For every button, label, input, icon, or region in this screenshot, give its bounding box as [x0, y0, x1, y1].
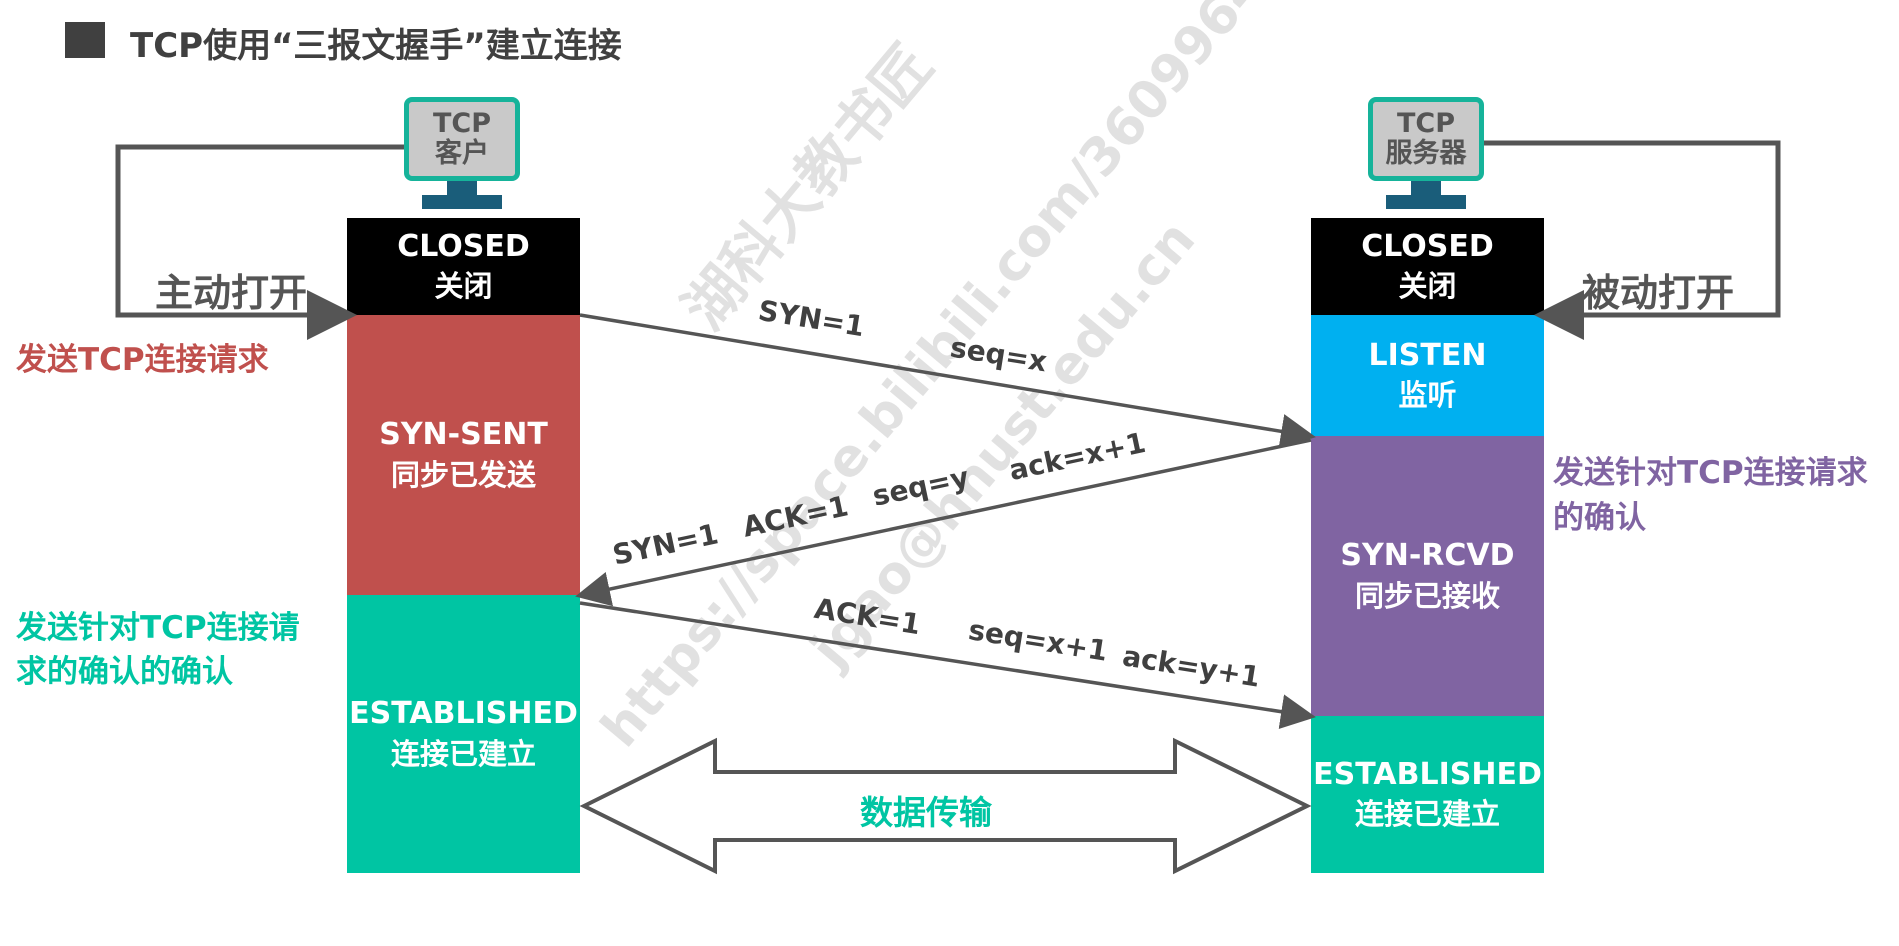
- server-state-listen: LISTEN 监听: [1311, 315, 1544, 436]
- server-closed-en: CLOSED: [1361, 228, 1494, 264]
- data-transfer-label: 数据传输: [860, 793, 992, 832]
- server-state-syn-rcvd: SYN-RCVD 同步已接收: [1311, 436, 1544, 716]
- client-established-zh: 连接已建立: [390, 736, 536, 771]
- data-transfer-arrow: [579, 737, 1312, 875]
- syn-ack-arrow: [575, 438, 1312, 607]
- server-note-line1: 发送针对TCP连接请求: [1553, 455, 1868, 491]
- server-note-line2: 的确认: [1553, 500, 1646, 536]
- client-state-established: ESTABLISHED 连接已建立: [347, 595, 580, 873]
- server-syn-rcvd-zh: 同步已接收: [1354, 578, 1500, 613]
- server-monitor-icon: TCP 服务器: [1368, 97, 1484, 181]
- client-monitor-icon: TCP 客户: [404, 97, 520, 181]
- server-established-zh: 连接已建立: [1354, 797, 1500, 832]
- client-syn-sent-en: SYN-SENT: [379, 417, 548, 453]
- title-bullet: [65, 22, 105, 58]
- server-state-established: ESTABLISHED 连接已建立: [1311, 716, 1544, 873]
- server-label-line2: 服务器: [1385, 138, 1467, 169]
- server-listen-zh: 监听: [1398, 378, 1457, 413]
- server-established-en: ESTABLISHED: [1313, 756, 1542, 792]
- client-note-send-request: 发送TCP连接请求: [16, 342, 269, 378]
- client-state-syn-sent: SYN-SENT 同步已发送: [347, 315, 580, 595]
- server-state-closed: CLOSED 关闭: [1311, 218, 1544, 315]
- server-open-label: 被动打开: [1582, 271, 1735, 315]
- client-label-line2: 客户: [435, 138, 489, 169]
- client-open-loop: [115, 144, 404, 340]
- server-listen-en: LISTEN: [1368, 337, 1487, 373]
- server-monitor-base: [1386, 195, 1466, 209]
- client-established-en: ESTABLISHED: [349, 696, 578, 732]
- server-label-line1: TCP: [1396, 108, 1456, 140]
- client-closed-zh: 关闭: [434, 269, 493, 304]
- client-note-ack-line2: 求的确认的确认: [16, 654, 233, 690]
- client-open-label: 主动打开: [155, 271, 308, 315]
- client-monitor-stand: [447, 181, 477, 195]
- client-label-line1: TCP: [432, 108, 492, 140]
- server-syn-rcvd-en: SYN-RCVD: [1340, 538, 1515, 574]
- client-syn-sent-zh: 同步已发送: [390, 457, 536, 492]
- client-state-closed: CLOSED 关闭: [347, 218, 580, 315]
- client-closed-en: CLOSED: [397, 228, 530, 264]
- client-note-ack-line1: 发送针对TCP连接请: [16, 610, 300, 646]
- page-title: TCP使用“三报文握手”建立连接: [130, 26, 622, 66]
- server-open-loop: [1484, 140, 1781, 340]
- ack-arrow: [579, 601, 1316, 730]
- client-monitor-base: [422, 195, 502, 209]
- server-monitor-stand: [1411, 181, 1441, 195]
- server-closed-zh: 关闭: [1398, 269, 1457, 304]
- syn-arrow: [579, 313, 1316, 449]
